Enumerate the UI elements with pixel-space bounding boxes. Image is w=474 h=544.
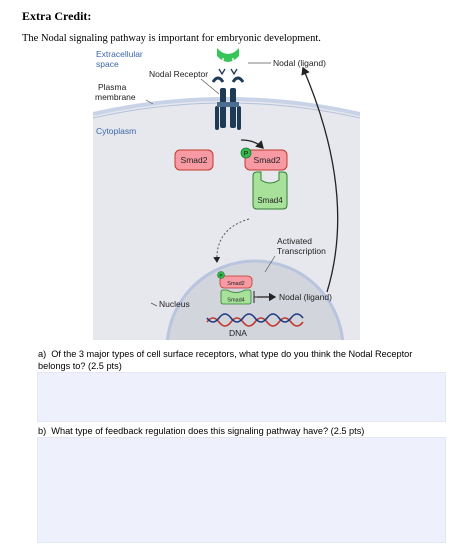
phosphate-icon [240, 147, 252, 159]
plasma-membrane [93, 97, 360, 116]
nucleus [165, 259, 345, 340]
smad-to-nucleus-arrow [213, 218, 250, 263]
cytoplasm-label: Cytoplasm [96, 126, 136, 136]
nodal-receptor-label: Nodal Receptor [149, 69, 208, 79]
nuclear-phosphate-icon [217, 271, 225, 279]
nuclear-smad2-label: Smad2 [227, 281, 244, 287]
answer-b-field[interactable] [37, 437, 446, 543]
question-b: b) What type of feedback regulation does… [38, 425, 443, 437]
smad4-label: Smad4 [257, 196, 283, 205]
phospho-smad2-label: Smad2 [254, 155, 281, 165]
question-a-text: Of the 3 major types of cell surface rec… [38, 349, 413, 371]
phosphate-label: P [244, 151, 248, 158]
nodal-ligand-label: Nodal (ligand) [273, 58, 326, 68]
question-b-text: What type of feedback regulation does th… [51, 426, 365, 436]
dna-strand [206, 317, 304, 327]
nucleus-label: Nucleus [159, 299, 190, 309]
answer-a-field[interactable] [37, 372, 446, 422]
question-a: a) Of the 3 major types of cell surface … [38, 348, 443, 372]
nodal-ligand-protein [217, 48, 239, 76]
smad4-box [252, 171, 288, 210]
intro-text: The Nodal signaling pathway is important… [22, 33, 321, 44]
nuclear-phosphate-label: P [219, 273, 222, 278]
page-heading: Extra Credit: [22, 9, 92, 23]
nuclear-smad4-label: Smad4 [227, 298, 244, 304]
phospho-smad2-box [244, 149, 288, 171]
question-a-label: a) [38, 349, 47, 359]
nuclear-smad4-box [220, 289, 252, 305]
nuclear-smad2-box [219, 275, 253, 289]
smad2-box [174, 149, 214, 171]
nodal-gene-label: Nodal (ligand) [279, 292, 332, 302]
nodal-receptor [211, 76, 245, 130]
smad2-label: Smad2 [181, 155, 208, 165]
receptor-to-smad2-arrow [240, 139, 264, 149]
gene-to-ligand-feedback-arrow [301, 66, 339, 293]
question-b-label: b) [38, 426, 47, 436]
dna-label: DNA [229, 328, 247, 338]
